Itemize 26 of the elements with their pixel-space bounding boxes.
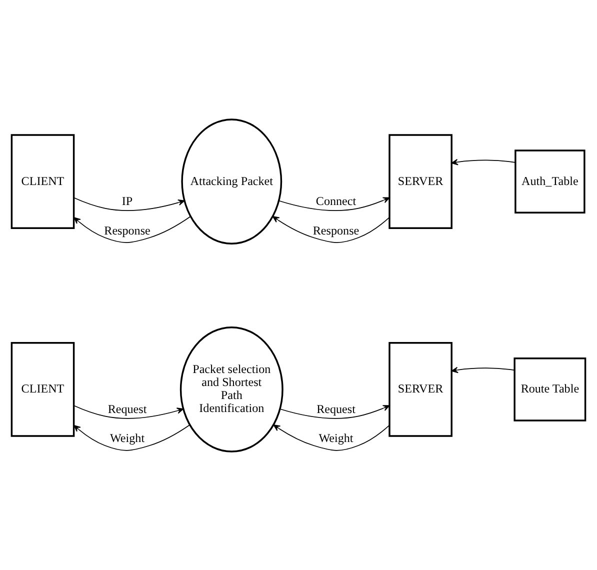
- arrow: [273, 424, 390, 450]
- edge-label: Response: [312, 222, 360, 237]
- arrow: [74, 216, 191, 242]
- node-ellipse: Packet selection and Shortest Path Identification: [180, 326, 284, 452]
- arrow: [272, 216, 390, 242]
- arrow: [278, 196, 390, 210]
- arrow: [74, 196, 185, 210]
- node-box: Auth_Table: [514, 149, 586, 213]
- edge-label: IP: [122, 194, 133, 208]
- edge-label: Request: [108, 401, 147, 416]
- node-box: SERVER: [388, 342, 452, 436]
- arrow: [74, 404, 184, 418]
- arrow: [451, 366, 515, 373]
- edge-label: Response: [104, 222, 150, 237]
- node-box: SERVER: [388, 134, 452, 228]
- arrow: [451, 158, 516, 165]
- node-box: CLIENT: [10, 342, 75, 436]
- arrow: [280, 404, 390, 418]
- edge-label: Connect: [316, 194, 356, 208]
- node-ellipse: Attacking Packet: [181, 118, 282, 244]
- arrow: [74, 424, 190, 450]
- node-box: Route Table: [514, 357, 586, 421]
- edge-label: Request: [316, 401, 356, 416]
- edge-label: Weight: [110, 430, 145, 445]
- edge-label: Weight: [318, 430, 354, 445]
- node-box: CLIENT: [10, 134, 75, 228]
